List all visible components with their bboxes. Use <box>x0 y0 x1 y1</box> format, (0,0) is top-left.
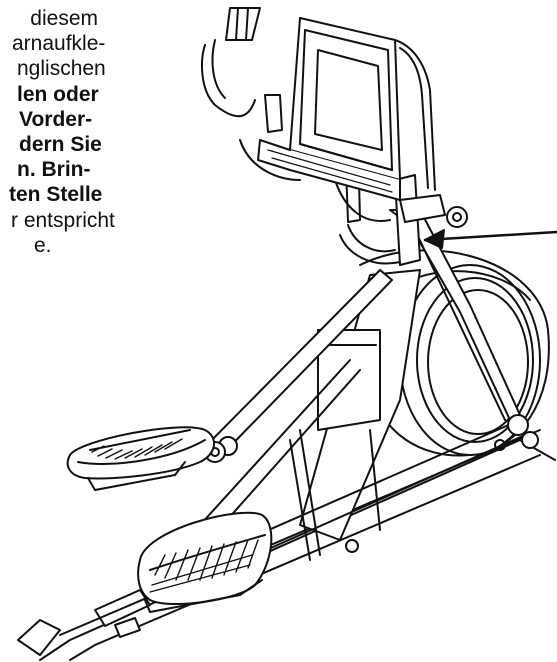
text-line-bold: ten Stelle <box>9 183 103 207</box>
pedal-tread <box>149 539 259 593</box>
text-line-bold: Vorder- <box>19 107 93 131</box>
pedal-tread <box>91 438 183 460</box>
base-frame <box>17 429 556 661</box>
text-line-bold: n. Brin- <box>17 158 91 182</box>
text-line: e. <box>34 233 52 257</box>
foot-pedal-front <box>137 511 273 613</box>
upright-post <box>339 174 539 449</box>
text-line: arnaufkle- <box>12 32 106 56</box>
instruction-text-column: diesem arnaufkle- nglischen len oder Vor… <box>0 6 140 258</box>
text-line: nglischen <box>17 57 106 81</box>
text-line: r entspricht <box>11 208 115 232</box>
console <box>257 17 436 201</box>
foot-pedal-rear <box>66 426 215 491</box>
text-line-bold: len oder <box>17 82 99 106</box>
text-line-bold: dern Sie <box>19 132 102 156</box>
arrow-icon <box>423 229 557 249</box>
text-line: diesem <box>30 7 98 30</box>
